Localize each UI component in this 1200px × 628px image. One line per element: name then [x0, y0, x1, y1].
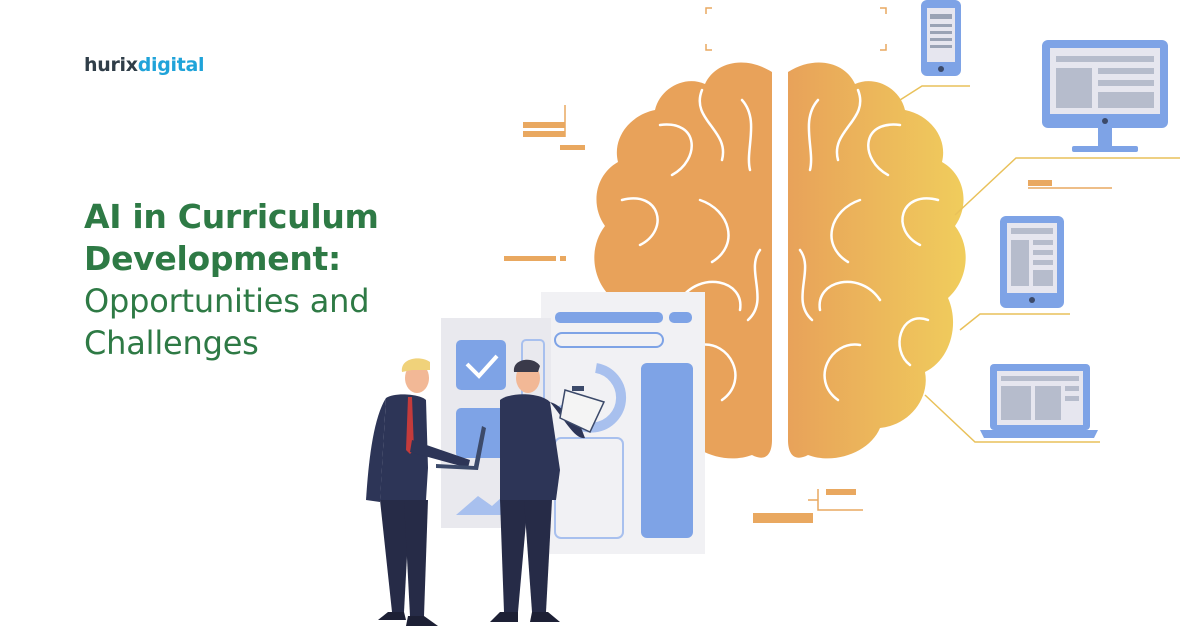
- dashboard-panel-back: [541, 292, 705, 554]
- brand-logo[interactable]: hurixdigital: [84, 54, 205, 76]
- title-line-3: Opportunities and: [84, 282, 370, 320]
- clipboard-icon: [559, 386, 606, 433]
- title-line-4: Challenges: [84, 324, 259, 362]
- tablet-icon: [1000, 216, 1064, 308]
- phone-icon: [921, 0, 961, 76]
- brand-logo-part2: digital: [137, 54, 205, 76]
- title-line-1: AI in Curriculum: [84, 197, 379, 236]
- decor-lines: [564, 105, 1112, 511]
- page-title: AI in Curriculum Development: Opportunit…: [84, 196, 379, 364]
- laptop-held-icon: [436, 426, 486, 470]
- connector-lines: [899, 85, 1180, 443]
- title-line-2: Development:: [84, 239, 341, 278]
- laptop-icon: [980, 364, 1098, 438]
- businessman-figure: [366, 358, 486, 626]
- corner-brackets: [705, 7, 887, 51]
- checkmark-icon: [456, 340, 506, 390]
- decor-bars: [504, 122, 1052, 523]
- monitor-icon: [1042, 40, 1168, 152]
- brand-logo-part1: hurix: [84, 54, 138, 76]
- businessman-figure-2: [490, 359, 606, 622]
